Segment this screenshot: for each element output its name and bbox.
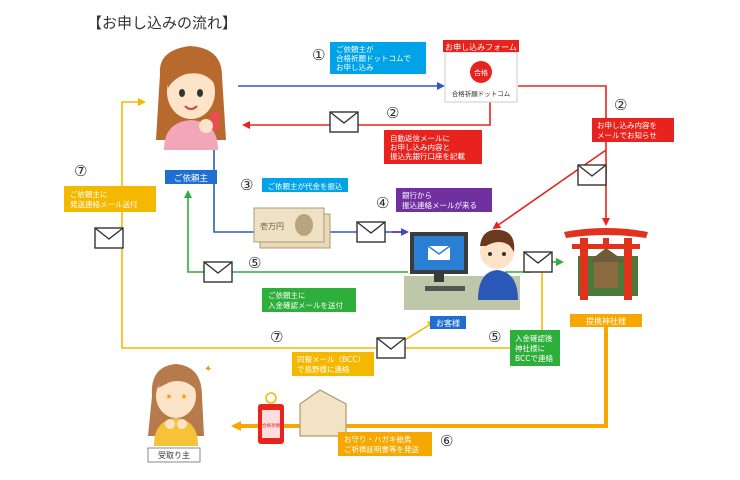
arrow-confirm (184, 190, 408, 273)
label-box-payment (262, 178, 348, 192)
operator-label-box (430, 316, 466, 329)
label-bank: 銀行から 振込連絡メールが来る (402, 190, 477, 210)
form-header-box (443, 40, 519, 52)
arrow-shipping (231, 322, 608, 431)
svg-text:★: ★ (165, 392, 172, 401)
banknote-icon: 壱万円 (253, 207, 331, 249)
label-box-bank (396, 188, 492, 212)
step-number-4: ④ (376, 194, 389, 212)
arrow-ship-notice (121, 98, 543, 349)
mail-icon-notify (577, 164, 607, 186)
step-number-7a: ⑦ (74, 162, 87, 180)
label-box-ship-notice (64, 186, 156, 212)
client-illustration (156, 46, 226, 150)
label-apply: ご依頼主が 合格祈願ドットコムで お申し込み (336, 44, 413, 72)
shrine-label-box (570, 314, 642, 327)
client-label-box (165, 170, 217, 184)
label-box-notify (592, 118, 674, 142)
arrow-auto-reply (242, 102, 491, 129)
charm-and-ema-icon: 合格祈願 (258, 389, 347, 444)
label-box-auto-reply (384, 130, 482, 164)
shrine-illustration (564, 228, 648, 300)
operator-label: お客様 (436, 318, 460, 328)
mail-icon-auto-reply (329, 111, 359, 133)
recipient-label: 受取り主 (158, 450, 190, 460)
label-auto-reply: 自動返信メールに お申し込み内容と 振込先銀行口座を記載 (390, 133, 465, 161)
mail-icon-confirm (203, 261, 233, 283)
label-box-deposit-check (510, 330, 560, 366)
site-logo-icon (470, 61, 492, 83)
step-number-6: ⑥ (440, 432, 453, 450)
label-payment: ご依頼主が代金を振込 (268, 181, 343, 191)
mail-icon-ship-notice (94, 227, 124, 249)
client-label: ご依頼主 (174, 173, 209, 184)
charm-text: 合格祈願 (262, 422, 280, 429)
step-number-5b: ⑤ (488, 328, 501, 346)
operator-illustration (404, 229, 520, 310)
shrine-label: 提携神社様 (586, 316, 626, 326)
label-ship-notice: ご依頼主に 発送連絡メール送付 (70, 189, 138, 209)
recipient-illustration: ★ ★ ✦ (148, 364, 212, 446)
label-box-bcc (292, 352, 374, 376)
label-notify: お申し込み内容を メールでお知らせ (597, 120, 659, 140)
svg-text:✦: ✦ (204, 364, 212, 375)
recipient-label-box (147, 447, 201, 463)
arrow-notify-operator (492, 149, 607, 230)
mail-icon-bcc (376, 337, 406, 359)
site-logo-text: 合格 (474, 68, 488, 77)
label-confirm: ご依頼主に 入金確認メールを送付 (268, 290, 343, 310)
label-box-confirm (262, 288, 356, 312)
step-number-3: ③ (240, 176, 253, 194)
site-name: 合格祈願ドットコム (452, 89, 511, 98)
label-deposit-check: 入金確認後 神社様に BCCで連絡 (515, 333, 555, 363)
banknote-text: 壱万円 (260, 221, 284, 231)
svg-text:★: ★ (180, 392, 187, 401)
step-number-2b: ② (614, 96, 627, 114)
label-box-shipping (338, 432, 432, 456)
page-title: 【お申し込みの流れ】 (87, 14, 237, 32)
form-header-label: お申し込みフォーム (445, 42, 517, 52)
mail-icon-deposit (523, 251, 553, 273)
label-box-apply (330, 42, 426, 74)
step-number-5a: ⑤ (248, 254, 261, 272)
step-number-1: ① (312, 46, 325, 64)
label-bcc: 同報メール（BCC） で島野様に連絡 (297, 355, 367, 374)
mail-icon-bank (356, 221, 386, 243)
arrow-notify-shrine (518, 85, 610, 226)
label-shipping: お守り・ハガキ絵馬 ご祈祷証明書等を発送 (344, 434, 419, 454)
step-number-2a: ② (386, 104, 399, 122)
step-number-7b: ⑦ (270, 328, 283, 346)
